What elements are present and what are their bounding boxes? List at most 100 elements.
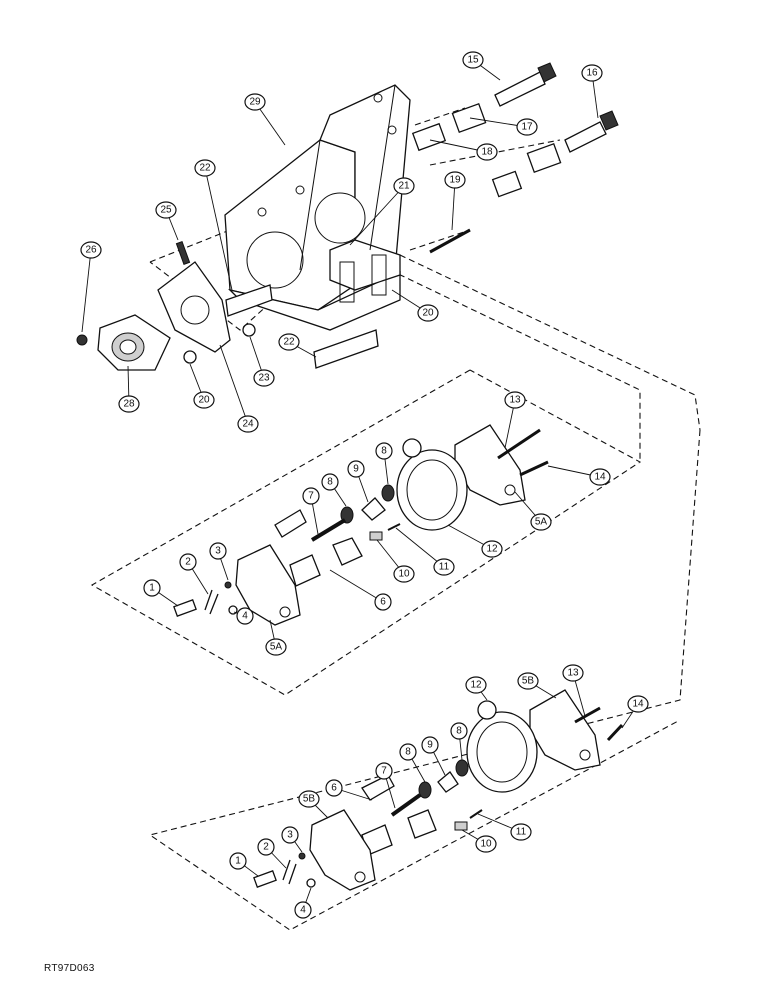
callout-1: 1 xyxy=(229,852,259,877)
callout-number: 8 xyxy=(381,446,387,457)
callout-balloon xyxy=(194,159,216,177)
callout-balloon xyxy=(229,852,247,870)
callout-23: 23 xyxy=(249,336,275,387)
callout-balloon xyxy=(302,487,320,505)
callout-3: 3 xyxy=(209,542,229,581)
callout-balloon xyxy=(510,823,532,841)
outline-lower-assembly xyxy=(148,429,701,931)
callout-number: 14 xyxy=(594,472,606,483)
callout-14: 14 xyxy=(621,695,649,729)
callout-balloon xyxy=(375,762,393,780)
callout-number: 8 xyxy=(327,477,333,488)
callout-number: 22 xyxy=(199,163,211,174)
callout-10: 10 xyxy=(376,539,415,583)
callout-14: 14 xyxy=(547,465,611,486)
upper-brake-assembly xyxy=(173,424,549,626)
callout-number: 28 xyxy=(123,399,135,410)
callout-balloon xyxy=(257,838,275,856)
outline-pin-axis-b xyxy=(429,139,561,166)
callout-number: 18 xyxy=(481,147,493,158)
outline-upper-assembly xyxy=(90,369,642,696)
callout-4: 4 xyxy=(294,887,312,919)
callout-number: 3 xyxy=(287,830,293,841)
callout-balloon xyxy=(347,460,365,478)
callout-8: 8 xyxy=(321,473,347,507)
callout-2: 2 xyxy=(257,838,287,869)
callout-12: 12 xyxy=(465,676,488,701)
callout-number: 26 xyxy=(85,245,97,256)
callout-number: 25 xyxy=(160,205,172,216)
callout-number: 29 xyxy=(249,97,261,108)
callout-number: 5B xyxy=(303,794,316,805)
callout-25: 25 xyxy=(155,201,179,241)
callout-21: 21 xyxy=(349,177,415,246)
callout-balloon xyxy=(444,171,466,189)
callout-number: 12 xyxy=(486,544,498,555)
callout-balloon xyxy=(278,333,300,351)
callout-8: 8 xyxy=(399,743,426,783)
callout-5A: 5A xyxy=(265,619,287,656)
callout-20: 20 xyxy=(189,363,215,409)
callout-number: 11 xyxy=(439,562,450,573)
callout-number: 12 xyxy=(470,680,482,691)
callout-balloon xyxy=(374,593,392,611)
callout-leader xyxy=(395,527,445,568)
callout-number: 22 xyxy=(283,337,295,348)
callout-number: 13 xyxy=(509,395,521,406)
callout-balloon xyxy=(530,513,552,531)
callout-number: 5B xyxy=(522,676,535,687)
callout-number: 7 xyxy=(381,766,387,777)
callout-balloon xyxy=(516,118,538,136)
callout-balloon xyxy=(589,468,611,486)
lower-brake-assembly xyxy=(253,689,624,891)
outline-frame-link-b xyxy=(389,269,641,462)
callout-number: 16 xyxy=(586,68,598,79)
callout-2: 2 xyxy=(179,553,209,595)
callout-number: 20 xyxy=(422,308,434,319)
callout-7: 7 xyxy=(302,487,320,535)
callout-number: 13 xyxy=(567,668,579,679)
callout-balloon xyxy=(325,779,343,797)
callout-22: 22 xyxy=(194,159,233,291)
callout-balloon xyxy=(236,607,254,625)
callout-number: 19 xyxy=(449,175,461,186)
callout-leader xyxy=(204,167,233,291)
callout-balloon xyxy=(143,579,161,597)
callout-balloon xyxy=(118,395,140,413)
callout-balloon xyxy=(209,542,227,560)
callout-9: 9 xyxy=(421,736,446,776)
callout-number: 6 xyxy=(380,597,386,608)
callout-balloon xyxy=(321,473,339,491)
callout-number: 8 xyxy=(405,747,411,758)
callout-balloon xyxy=(433,558,455,576)
callout-balloon xyxy=(504,391,526,409)
callout-22: 22 xyxy=(278,333,317,358)
callout-balloon xyxy=(450,722,468,740)
callout-number: 11 xyxy=(516,827,527,838)
callout-balloon xyxy=(193,391,215,409)
callout-balloon xyxy=(517,672,539,690)
callout-balloon xyxy=(237,415,259,433)
outline-frame-link-a xyxy=(399,254,701,431)
callout-5A: 5A xyxy=(514,491,552,531)
callout-balloon xyxy=(281,826,299,844)
callout-balloon xyxy=(475,835,497,853)
callout-10: 10 xyxy=(461,829,497,853)
assembly-outlines xyxy=(90,107,701,931)
pins-and-bushings xyxy=(411,62,619,254)
callout-18: 18 xyxy=(429,139,498,161)
callout-number: 10 xyxy=(398,569,410,580)
callout-17: 17 xyxy=(469,117,538,136)
callout-number: 1 xyxy=(149,583,155,594)
callout-9: 9 xyxy=(347,460,369,503)
callout-number: 2 xyxy=(263,842,269,853)
callout-19: 19 xyxy=(444,171,466,231)
callout-balloon xyxy=(294,901,312,919)
callout-4: 4 xyxy=(233,607,254,625)
callout-number: 4 xyxy=(300,905,306,916)
callout-11: 11 xyxy=(477,813,532,841)
callout-number: 20 xyxy=(198,395,210,406)
callout-7: 7 xyxy=(375,762,396,809)
callout-balloon xyxy=(265,638,287,656)
